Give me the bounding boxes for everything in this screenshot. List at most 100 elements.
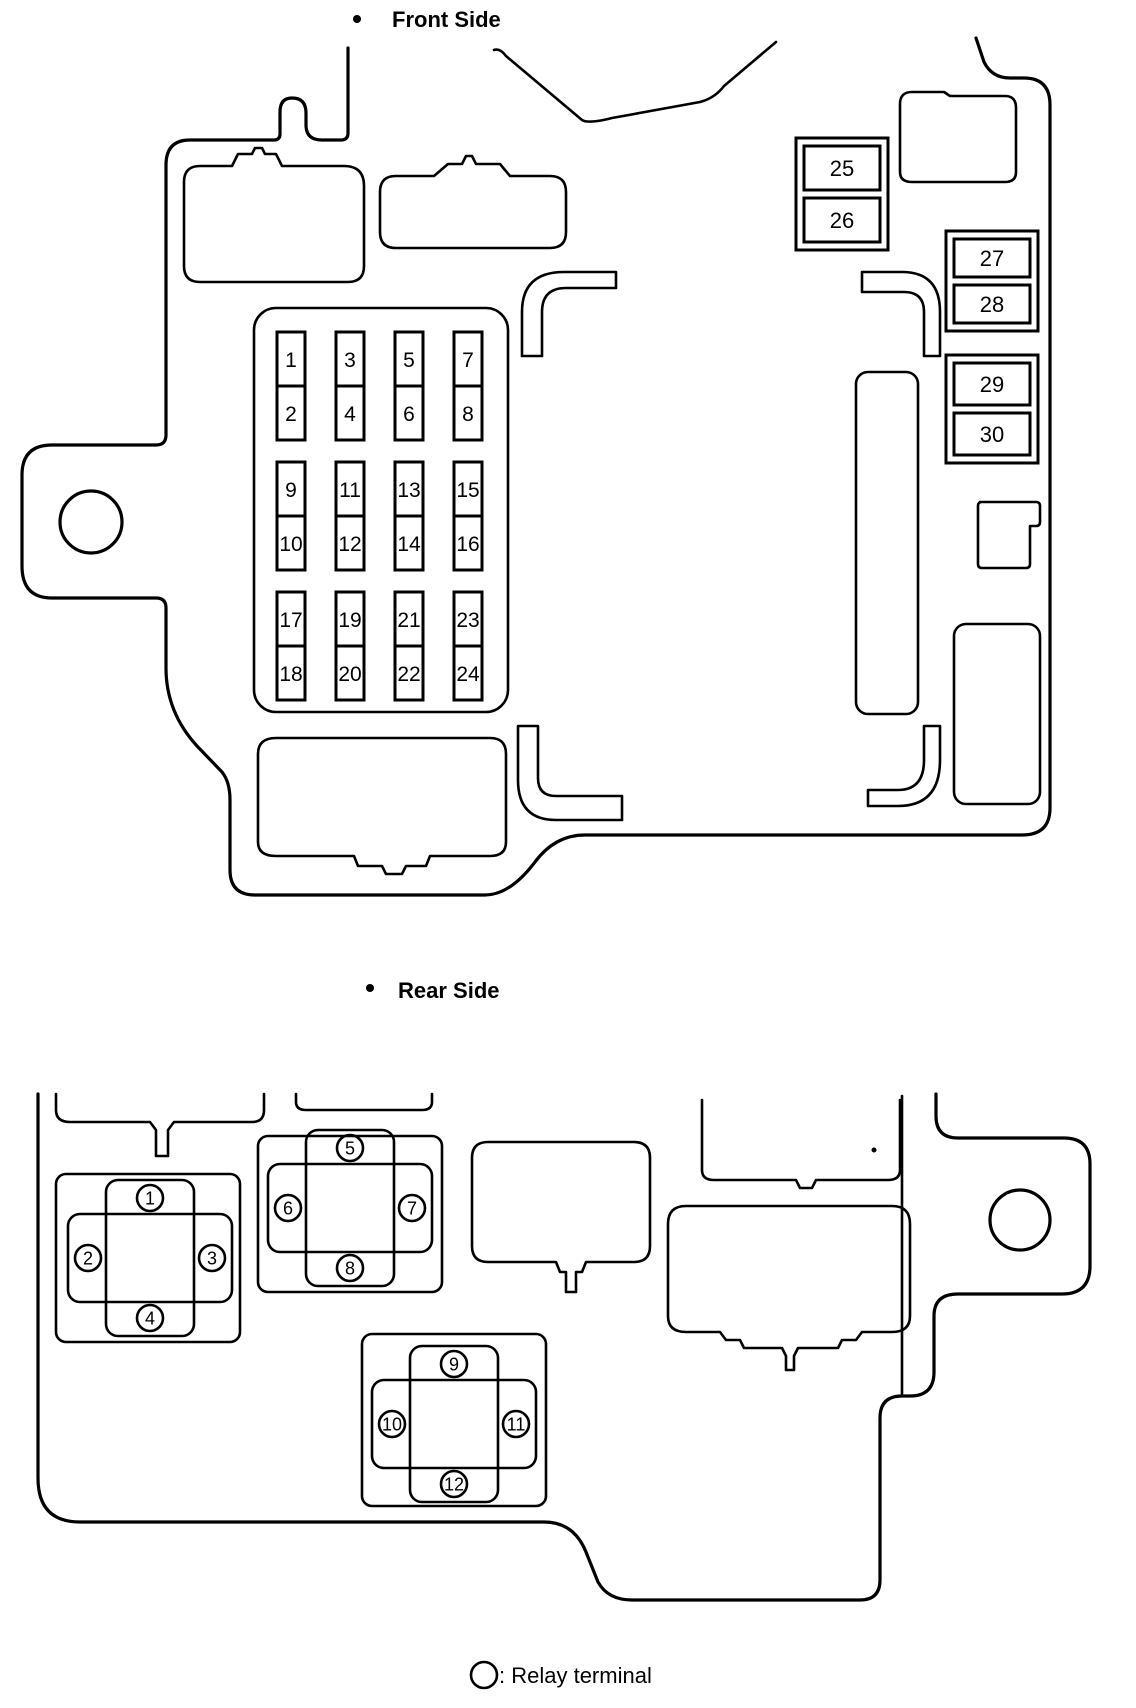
fuse-30-label: 30 [980, 422, 1004, 447]
fuse-29: 29 [952, 361, 1032, 407]
relay-1-outer [54, 1172, 242, 1344]
fuse-2-label: 2 [285, 403, 297, 426]
fuse-12-label: 12 [338, 533, 361, 556]
block-fuse-group: 25 26 27 28 29 30 [794, 136, 1040, 465]
relay-3-vertical-arm [408, 1344, 500, 1504]
legend: : Relay terminal [469, 1660, 652, 1690]
rear-top-connector-3 [700, 1098, 902, 1190]
fuse-11: 11 [334, 460, 366, 518]
fuse-22-body [393, 644, 425, 702]
front-mounting-hole [58, 489, 124, 555]
fuse-3-label: 3 [344, 349, 356, 372]
legend-text: : Relay terminal [499, 1663, 652, 1688]
fuse-3: 3 [334, 330, 366, 388]
fuse-16: 16 [452, 514, 484, 572]
fuse-14: 14 [393, 514, 425, 572]
relay-terminal-11: 11 [501, 1409, 531, 1439]
fuse-25: 25 [802, 144, 882, 192]
fuse-24-body [452, 644, 484, 702]
front-elbow-lower-right [866, 724, 942, 808]
front-connector-top-middle [378, 154, 568, 250]
fuse-6: 6 [393, 384, 425, 442]
fuse-7-label: 7 [462, 349, 474, 372]
fuse-26: 26 [802, 196, 882, 244]
fuse-13-label: 13 [397, 479, 420, 502]
relay-3-center [412, 1382, 496, 1466]
fuse-21: 21 [393, 590, 425, 648]
fuse-29-body [952, 361, 1032, 407]
relay-1-vertical-arm [104, 1178, 196, 1338]
fuse-11-body [334, 460, 366, 518]
relay-3-horizontal-arm [370, 1378, 538, 1470]
relay-1-center [108, 1216, 192, 1300]
fuse-3-body [334, 330, 366, 388]
relay-terminal-4-label: 4 [145, 1309, 155, 1329]
relay-terminal-9-circle [439, 1349, 469, 1379]
rear-right-connector [666, 1204, 912, 1372]
relay-terminal-12: 12 [439, 1469, 469, 1499]
relay-terminal-8-label: 8 [345, 1259, 355, 1279]
relay-terminal-1-label: 1 [145, 1189, 155, 1209]
relay-terminal-10-circle [377, 1409, 407, 1439]
relay-terminal-6: 6 [273, 1193, 303, 1223]
rear-top-connector-1 [54, 1092, 266, 1158]
fuse-20-body [334, 644, 366, 702]
relay-2-horizontal-arm [266, 1162, 434, 1254]
fuse-4-label: 4 [344, 403, 356, 426]
relay-socket-1: 1 2 3 4 [54, 1172, 242, 1344]
front-wire-left [492, 40, 778, 123]
relay-terminal-4-circle [135, 1303, 165, 1333]
fuse-28: 28 [952, 283, 1032, 325]
fuse-30-body [952, 411, 1032, 457]
fuse-30: 30 [952, 411, 1032, 457]
fuse-27-label: 27 [980, 246, 1004, 271]
fuse-12: 12 [334, 514, 366, 572]
front-connector-bottom [256, 736, 508, 876]
relay-terminal-3-circle [197, 1243, 227, 1273]
fuse-25-body [802, 144, 882, 192]
fuse-19-label: 19 [338, 609, 361, 632]
relay-2-vertical-arm [304, 1128, 396, 1288]
rear-dot-mark [871, 1147, 877, 1153]
fuse-19: 19 [334, 590, 366, 648]
relay-terminal-9: 9 [439, 1349, 469, 1379]
front-lower-right-box [952, 622, 1042, 806]
relay-terminal-3-label: 3 [207, 1249, 217, 1269]
fuse-5: 5 [393, 330, 425, 388]
fuse-7-body [452, 330, 484, 388]
fuse-28-body [952, 283, 1032, 325]
fuse-8: 8 [452, 384, 484, 442]
front-long-slot [854, 370, 920, 716]
relay-terminal-10-label: 10 [382, 1415, 402, 1435]
fuse-6-body [393, 384, 425, 442]
relay-terminal-2-circle [73, 1243, 103, 1273]
fuse-17: 17 [275, 590, 307, 648]
relay-terminal-2-label: 2 [83, 1249, 93, 1269]
fuse-11-label: 11 [339, 479, 361, 502]
fuse-5-label: 5 [403, 349, 415, 372]
legend-circle-icon [469, 1660, 499, 1690]
relay-terminal-7-circle [397, 1193, 427, 1223]
fuse-17-body [275, 590, 307, 648]
fuse-7: 7 [452, 330, 484, 388]
rear-housing-outline [36, 1092, 1092, 1602]
fuse-24-label: 24 [456, 663, 480, 686]
front-elbow-upper-left [520, 270, 618, 358]
relay-terminal-5-circle [335, 1133, 365, 1163]
fuse-18-body [275, 644, 307, 702]
relay-terminal-4: 4 [135, 1303, 165, 1333]
fuse-27: 27 [952, 237, 1032, 279]
fuse-26-body [802, 196, 882, 244]
rear-mid-connector [470, 1140, 652, 1294]
fuse-26-label: 26 [830, 208, 854, 233]
fuse-18: 18 [275, 644, 307, 702]
small-fuse-panel [252, 306, 510, 714]
relay-3-outer [360, 1332, 548, 1508]
fuse-13: 13 [393, 460, 425, 518]
front-side-view: Front Side 12345678910111213141516171819… [20, 7, 1052, 897]
fuse-22: 22 [393, 644, 425, 702]
fuse-1-label: 1 [285, 349, 297, 372]
fuse-17-label: 17 [279, 609, 302, 632]
